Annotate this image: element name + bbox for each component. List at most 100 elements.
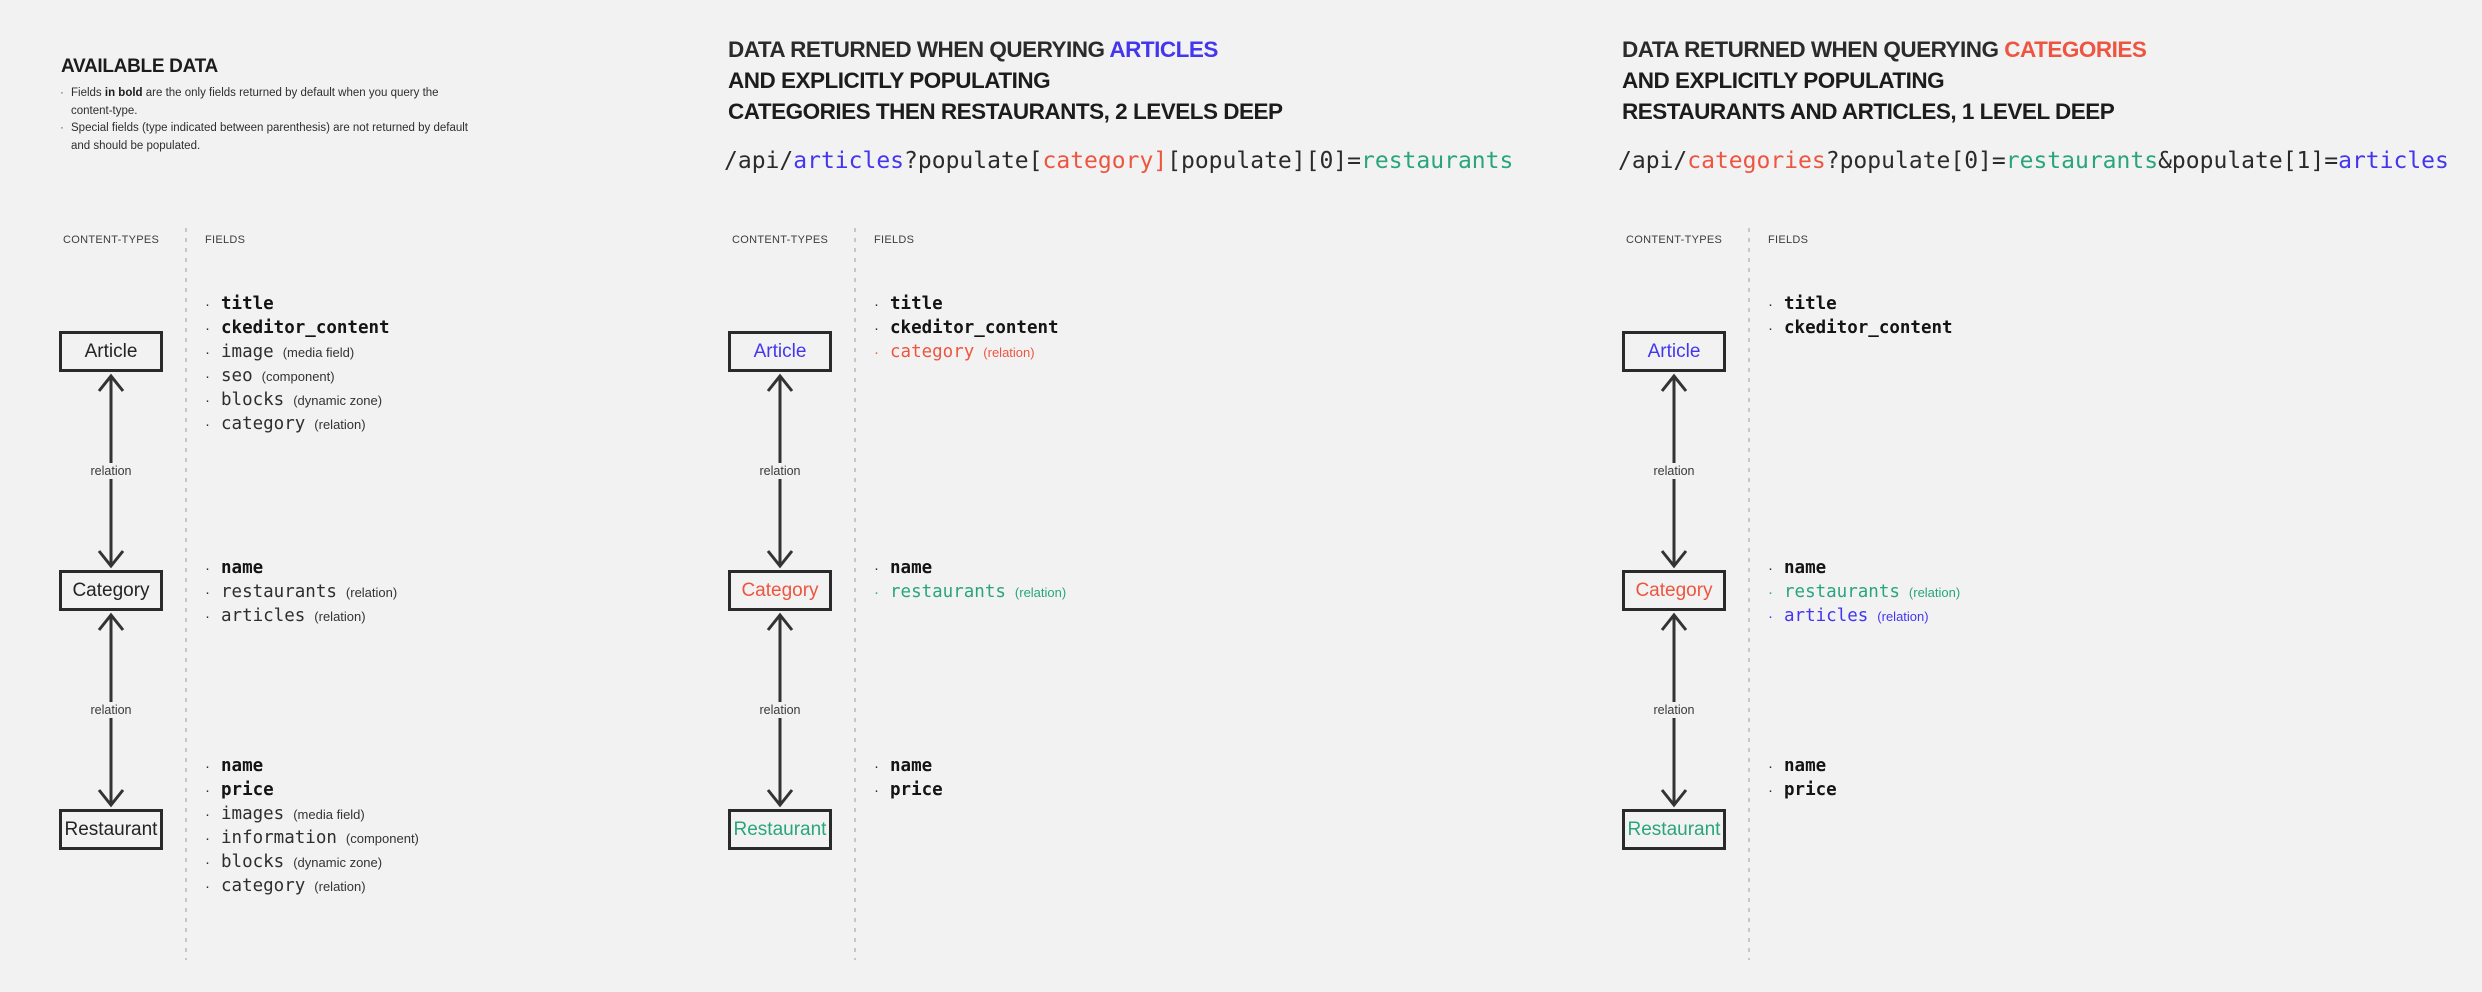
bullet-icon: · (1768, 559, 1773, 577)
field-row: · price (1768, 778, 1837, 802)
field-type-annotation: (component) (261, 368, 335, 384)
field-type-annotation: (relation) (314, 416, 366, 432)
relation-label: relation (1650, 463, 1698, 479)
panel-query-categories: DATA RETURNED WHEN QUERYING CATEGORIES A… (1618, 0, 2478, 992)
bullet-icon: · (1768, 319, 1773, 337)
field-name: image (221, 342, 274, 362)
field-type-annotation: (relation) (1908, 584, 1961, 600)
url-segment: ?populate[ (904, 148, 1043, 174)
field-name: blocks (221, 390, 285, 410)
field-name: name (1784, 558, 1827, 578)
diagram-query-articles: CONTENT-TYPES FIELDS Article relation Ca… (728, 225, 1568, 970)
url-segment: category] (1042, 148, 1168, 174)
field-name: images (221, 804, 285, 824)
fields-header: FIELDS (1768, 234, 1809, 246)
field-type-annotation: (relation) (1877, 608, 1929, 624)
field-name: restaurants (890, 582, 1006, 602)
field-name: price (1784, 780, 1837, 800)
field-name: restaurants (1784, 582, 1900, 602)
box-label: Restaurant (733, 818, 827, 840)
bullet-icon: · (205, 805, 210, 823)
bullet-icon: · (205, 757, 210, 775)
field-name: blocks (221, 852, 285, 872)
field-name: articles (1784, 606, 1869, 626)
field-row: · title (205, 292, 390, 316)
bullet-icon: · (205, 415, 210, 433)
url-segment: /api/ (1618, 148, 1688, 174)
bullet-icon: · (205, 829, 210, 847)
field-name: restaurants (221, 582, 337, 602)
field-name: name (221, 558, 264, 578)
diagram-available: CONTENT-TYPES FIELDS Article relation Ca… (59, 225, 699, 970)
url-segment: articles (2338, 148, 2449, 174)
field-row: · restaurants (relation) (1768, 580, 1960, 604)
legend-note: · Fields in bold are the only fields ret… (60, 85, 472, 120)
url-segment: categories (1687, 148, 1826, 174)
title-line: DATA RETURNED WHEN QUERYING ARTICLES (728, 37, 1218, 62)
field-type-annotation: (dynamic zone) (293, 392, 383, 408)
bullet-icon: · (1768, 757, 1773, 775)
title-line: RESTAURANTS AND ARTICLES, 1 LEVEL DEEP (1622, 99, 2115, 124)
bullet-icon: · (205, 295, 210, 313)
field-row: · name (205, 556, 397, 580)
box-label: Restaurant (1627, 818, 1721, 840)
field-type-annotation: (relation) (345, 584, 398, 600)
bullet-icon: · (874, 781, 879, 799)
panel-title: DATA RETURNED WHEN QUERYING ARTICLES AND… (728, 34, 1283, 127)
panel-title: DATA RETURNED WHEN QUERYING CATEGORIES A… (1622, 34, 2147, 127)
field-name: information (221, 828, 337, 848)
field-row: ·blocks(dynamic zone) (205, 850, 419, 874)
field-name: seo (221, 366, 253, 386)
field-row: ·title (874, 292, 1059, 316)
field-row: ·restaurants(relation) (205, 580, 397, 604)
field-type-annotation: (component) (345, 830, 419, 846)
field-row: ·name (874, 754, 943, 778)
box-label: Article (753, 340, 807, 362)
fields-header: FIELDS (205, 234, 246, 246)
page-title: AVAILABLE DATA (61, 55, 218, 77)
legend-notes: · Fields in bold are the only fields ret… (60, 85, 472, 155)
bullet-icon: · (874, 319, 879, 337)
bullet-icon: · (205, 343, 210, 361)
title-line: AND EXPLICITLY POPULATING (728, 68, 1051, 93)
field-row: ·name (874, 556, 1066, 580)
field-name: title (221, 294, 274, 314)
box-label: Restaurant (64, 818, 158, 840)
url-segment: &populate[1]= (2158, 148, 2339, 174)
field-name: name (1784, 756, 1827, 776)
field-type-annotation: (media field) (293, 806, 365, 822)
field-row: ·price (874, 778, 943, 802)
title-line: DATA RETURNED WHEN QUERYING CATEGORIES (1622, 37, 2147, 62)
field-name: title (890, 294, 943, 314)
content-types-header: CONTENT-TYPES (63, 234, 160, 246)
relation-label: relation (1650, 702, 1698, 718)
column-divider (1748, 228, 1750, 960)
field-row: ·ckeditor_content (874, 316, 1059, 340)
restaurant-fields: ·name ·price (874, 754, 943, 802)
content-type-box-restaurant: Restaurant (59, 809, 163, 850)
relation-label: relation (87, 702, 135, 718)
field-row: ·ckeditor_content (205, 316, 390, 340)
content-type-box-article: Article (1622, 331, 1726, 372)
content-type-box-restaurant: Restaurant (728, 809, 832, 850)
content-type-box-category: Category (1622, 570, 1726, 611)
legend-note: · Special fields (type indicated between… (60, 120, 472, 155)
relation-label: relation (756, 702, 804, 718)
diagram-query-categories: CONTENT-TYPES FIELDS Article relation Ca… (1622, 225, 2478, 970)
field-row: ·name (205, 754, 419, 778)
bullet-icon: · (205, 391, 210, 409)
field-name: category (221, 414, 306, 434)
field-type-annotation: (relation) (314, 608, 366, 624)
bullet-icon: · (1768, 583, 1773, 601)
field-row: · information (component) (205, 826, 419, 850)
field-type-annotation: (relation) (314, 878, 366, 894)
article-fields: ·title ·ckeditor_content ·category(relat… (874, 292, 1059, 364)
field-row: · images (media field) (205, 802, 419, 826)
panel-available-data: AVAILABLE DATA · Fields in bold are the … (59, 0, 699, 992)
field-name: price (221, 780, 274, 800)
bullet-icon: · (205, 559, 210, 577)
bullet-icon: · (1768, 781, 1773, 799)
content-type-box-article: Article (59, 331, 163, 372)
url-segment: [populate][0]= (1167, 148, 1362, 174)
